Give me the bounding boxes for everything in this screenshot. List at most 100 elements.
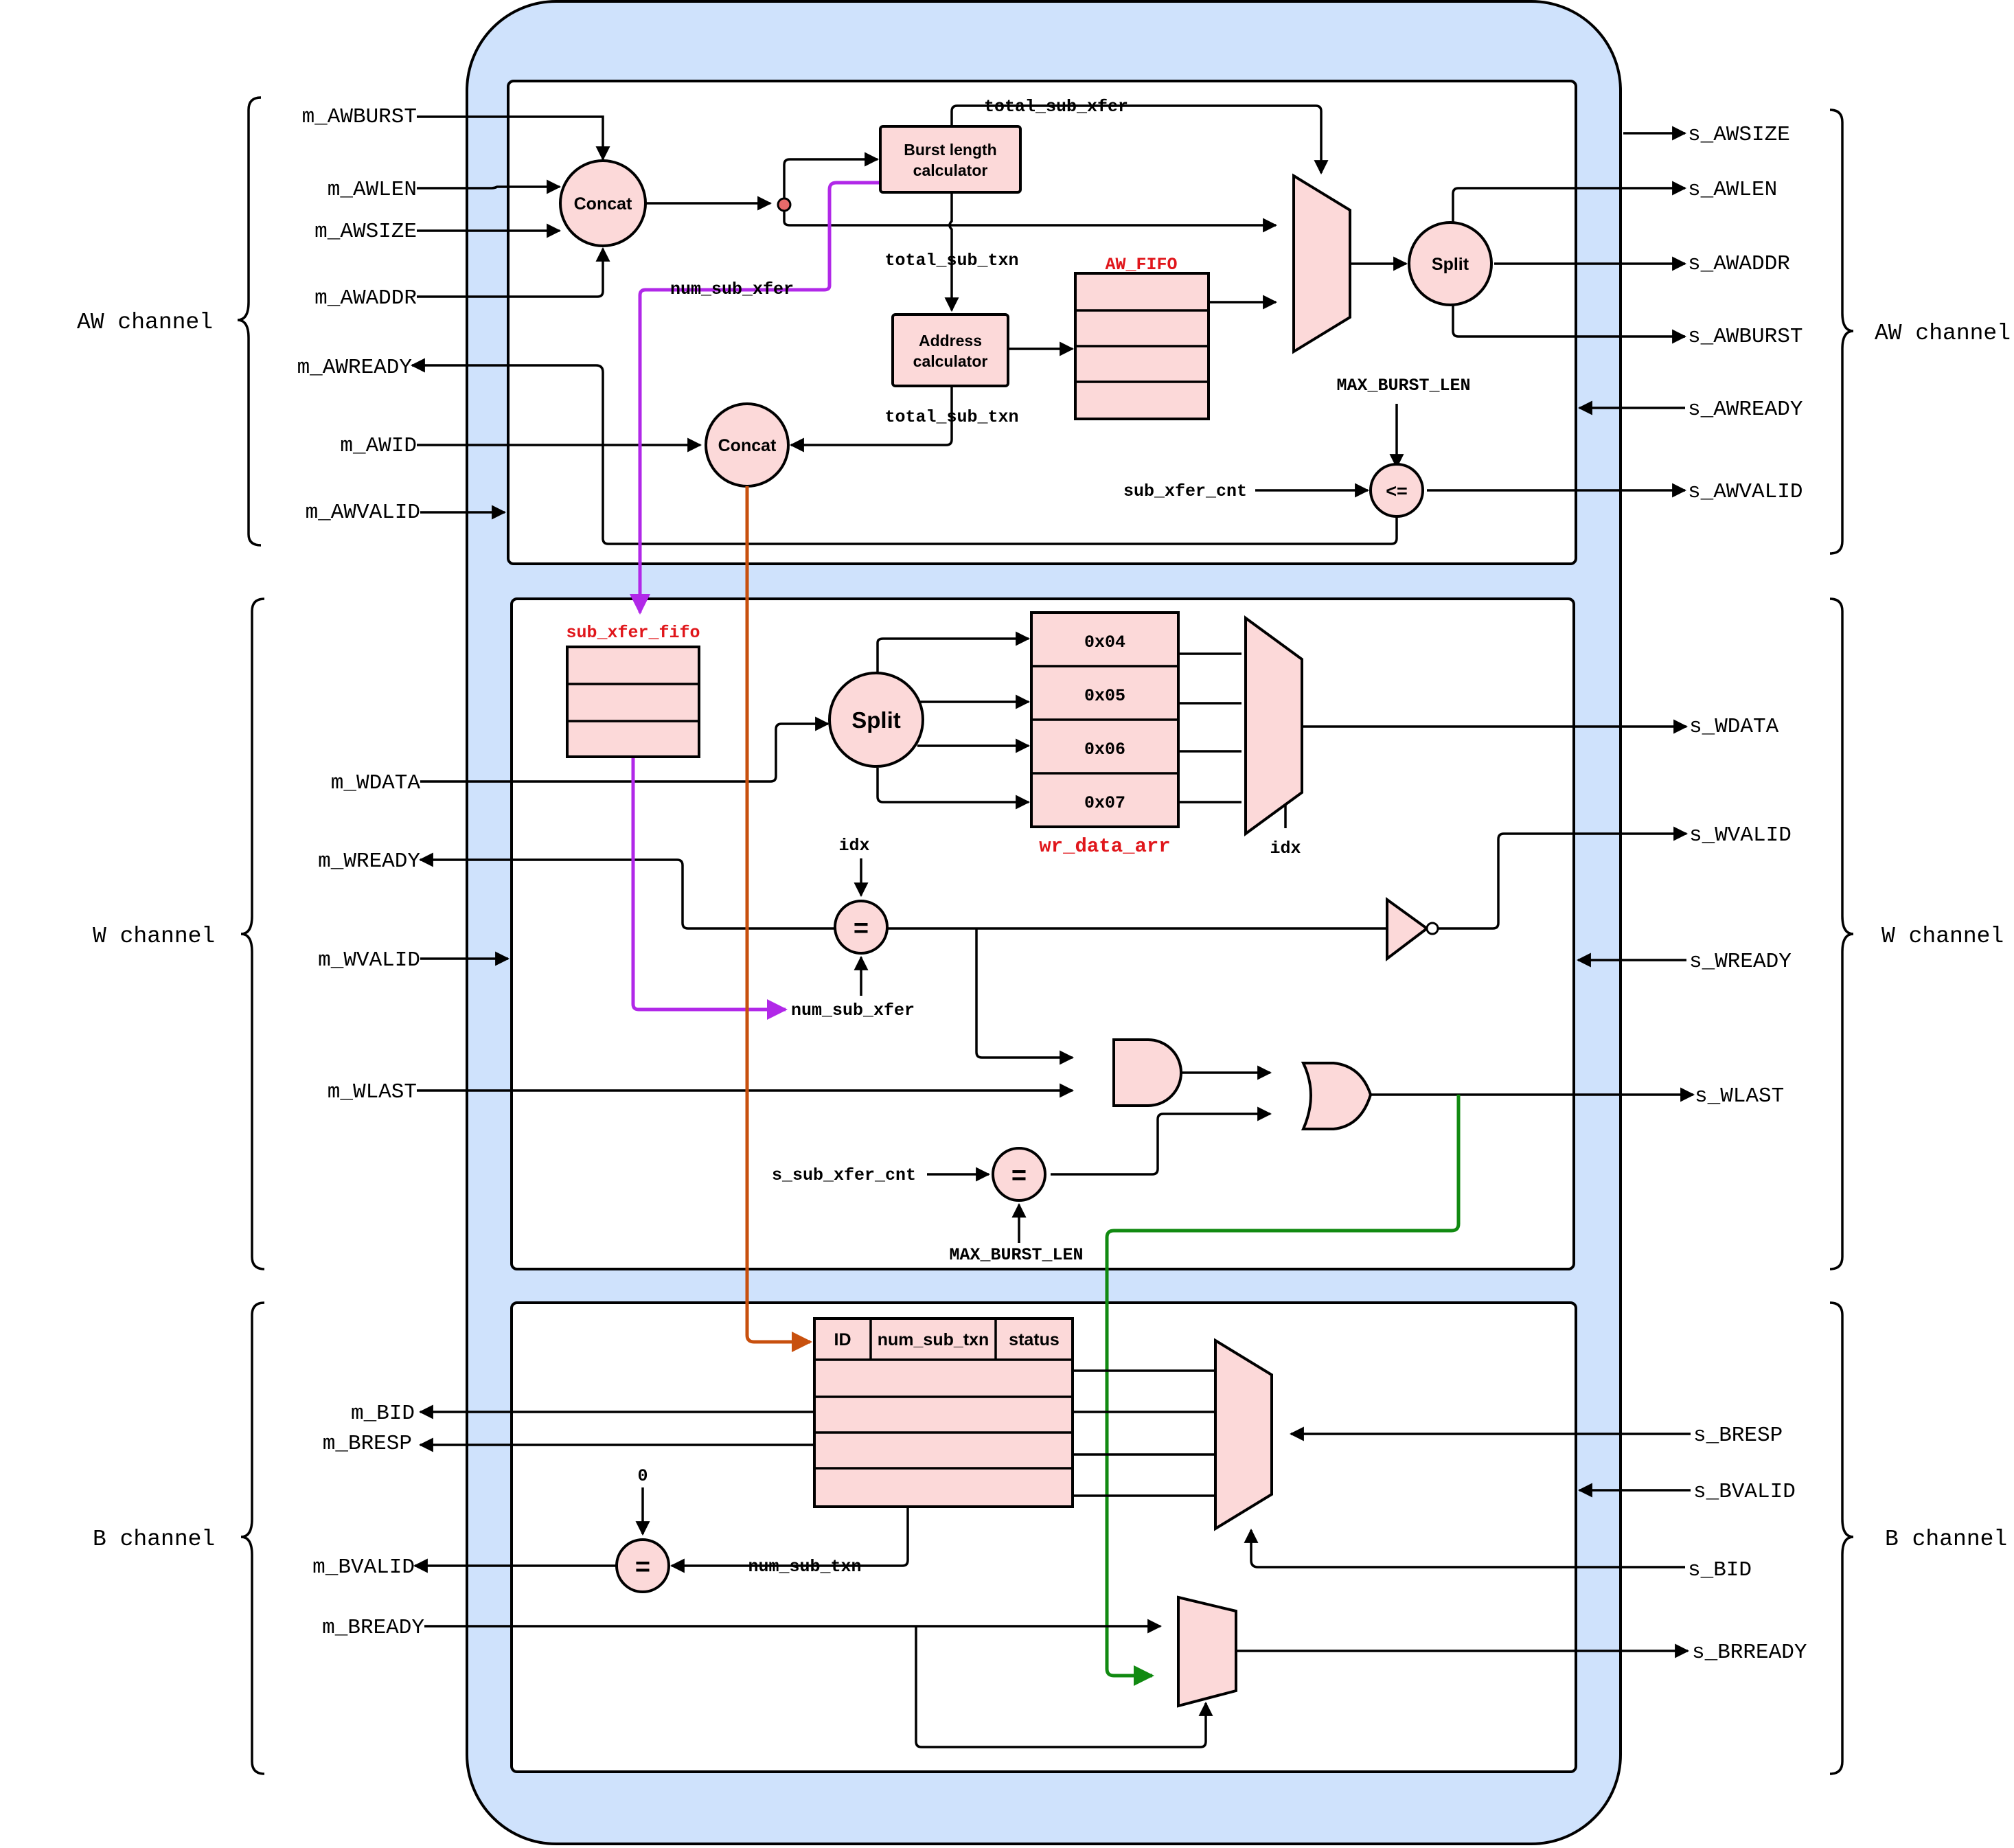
right-b-channel-label: B channel bbox=[1885, 1527, 2007, 1552]
s-sub-xfer-cnt-label: s_sub_xfer_cnt bbox=[772, 1165, 916, 1185]
left-w-channel-label: W channel bbox=[93, 924, 215, 949]
s-awlen-label: s_AWLEN bbox=[1688, 178, 1777, 202]
eq-w-op: = bbox=[854, 914, 869, 943]
wire-bready-loop bbox=[915, 1626, 1213, 1748]
wire-not-to-wvalid bbox=[1437, 826, 1689, 930]
s-bid-label: s_BID bbox=[1688, 1558, 1752, 1582]
wire-awburst bbox=[417, 115, 610, 161]
wr-data-0x07: 0x07 bbox=[1084, 793, 1125, 813]
eq-comparator-w bbox=[834, 900, 889, 955]
split-node-w bbox=[828, 672, 924, 768]
split-aw-label: Split bbox=[1432, 255, 1469, 274]
num-sub-txn-label: num_sub_txn bbox=[748, 1557, 861, 1577]
wire-split-awburst bbox=[1452, 305, 1687, 344]
idx-mux-label: idx bbox=[1270, 839, 1301, 858]
brace-left-b bbox=[240, 1301, 265, 1775]
wire-awready-loop bbox=[595, 364, 1398, 545]
wire-num-sub-xfer-purple bbox=[630, 181, 882, 615]
wire-num-sub-txn bbox=[670, 1507, 909, 1573]
addr-calc-line1: Address bbox=[919, 332, 982, 350]
address-calculator bbox=[891, 313, 1009, 387]
right-braces bbox=[1829, 109, 1854, 1775]
right-w-channel-label: W channel bbox=[1881, 924, 2004, 949]
s-bvalid-label: s_BVALID bbox=[1693, 1480, 1796, 1504]
wr-data-0x05: 0x05 bbox=[1084, 686, 1125, 706]
m-wvalid-label: m_WVALID bbox=[318, 948, 420, 972]
split-w-label: Split bbox=[851, 707, 901, 733]
b-mux bbox=[1214, 1338, 1273, 1531]
eq-comparator-b bbox=[615, 1538, 670, 1593]
m-awaddr-label: m_AWADDR bbox=[314, 286, 417, 310]
aw-fifo-label: AW_FIFO bbox=[1105, 255, 1177, 275]
m-wlast-label: m_WLAST bbox=[328, 1080, 417, 1104]
total-sub-txn-label-a: total_sub_txn bbox=[884, 251, 1018, 271]
sub-xfer-cnt-label: sub_xfer_cnt bbox=[1123, 481, 1247, 501]
not-gate bbox=[1386, 897, 1439, 962]
w-mux bbox=[1244, 615, 1303, 836]
brace-right-aw bbox=[1829, 109, 1854, 555]
max-burst-len-label-aw: MAX_BURST_LEN bbox=[1336, 376, 1470, 396]
m-awsize-label: m_AWSIZE bbox=[314, 220, 417, 244]
s-awaddr-label: s_AWADDR bbox=[1688, 252, 1790, 276]
s-wdata-label: s_WDATA bbox=[1689, 715, 1779, 739]
brace-left-w bbox=[240, 597, 265, 1270]
s-awburst-label: s_AWBURST bbox=[1688, 325, 1803, 349]
right-aw-channel-label: AW channel bbox=[1875, 321, 2011, 346]
le-op-label: <= bbox=[1386, 481, 1408, 501]
sub-xfer-fifo-label: sub_xfer_fifo bbox=[566, 623, 700, 643]
m-bresp-label: m_BRESP bbox=[323, 1432, 412, 1456]
wire-split-0x04 bbox=[876, 631, 1031, 680]
s-wvalid-label: s_WVALID bbox=[1689, 823, 1792, 847]
wr-data-arr bbox=[1030, 611, 1180, 828]
s-wlast-label: s_WLAST bbox=[1695, 1084, 1784, 1108]
and-gate bbox=[1112, 1038, 1182, 1107]
m-awvalid-label: m_AWVALID bbox=[306, 501, 420, 525]
wire-split-awlen bbox=[1452, 181, 1687, 227]
wire-id-orange bbox=[745, 486, 812, 1352]
s-awsize-label: s_AWSIZE bbox=[1688, 123, 1790, 147]
addr-calc-line2: calculator bbox=[913, 352, 988, 370]
table-header-status: status bbox=[1009, 1330, 1060, 1349]
total-sub-txn-label-b: total_sub_txn bbox=[884, 407, 1018, 427]
wire-wready-out bbox=[418, 852, 839, 930]
max-burst-len-label-w: MAX_BURST_LEN bbox=[949, 1245, 1083, 1265]
s-wready-label: s_WREADY bbox=[1689, 950, 1792, 974]
wire-eq2-to-or bbox=[1051, 1106, 1272, 1176]
m-wready-label: m_WREADY bbox=[318, 849, 420, 874]
b-block-frame bbox=[510, 1301, 1577, 1773]
wire-to-mux bbox=[783, 205, 1278, 233]
concat-top-label: Concat bbox=[574, 194, 632, 214]
wr-data-arr-label: wr_data_arr bbox=[1039, 835, 1170, 858]
total-sub-xfer-label: total_sub_xfer bbox=[984, 97, 1128, 117]
wire-awaddr bbox=[417, 247, 610, 298]
zero-label: 0 bbox=[637, 1466, 648, 1486]
aw-fifo bbox=[1074, 272, 1210, 420]
sub-xfer-fifo bbox=[566, 646, 700, 758]
idx-eq-label: idx bbox=[838, 836, 869, 856]
brace-right-b bbox=[1829, 1301, 1854, 1775]
b-mux-small bbox=[1177, 1595, 1237, 1708]
eq-comparator-w2 bbox=[992, 1147, 1046, 1202]
w-wires bbox=[417, 631, 1695, 1243]
aw-wires bbox=[410, 104, 1687, 545]
s-awvalid-label: s_AWVALID bbox=[1688, 480, 1803, 504]
table-header-id: ID bbox=[834, 1330, 851, 1349]
junction-dot bbox=[777, 197, 792, 212]
burst-calc-line1: Burst length bbox=[904, 141, 996, 159]
burst-calc-line2: calculator bbox=[913, 161, 988, 179]
m-bvalid-label: m_BVALID bbox=[312, 1555, 415, 1579]
wire-burst-down bbox=[944, 192, 959, 312]
left-b-channel-label: B channel bbox=[93, 1527, 215, 1552]
wire-to-burstcalc bbox=[783, 152, 880, 205]
brace-left-aw bbox=[237, 96, 262, 547]
m-awid-label: m_AWID bbox=[340, 434, 417, 458]
concat-bottom-label: Concat bbox=[718, 436, 777, 455]
wire-burst-to-concat2 bbox=[789, 386, 953, 453]
wire-num-sub-xfer-w-purple bbox=[631, 758, 788, 1020]
s-bresp-label: s_BRESP bbox=[1693, 1424, 1783, 1448]
le-comparator bbox=[1369, 463, 1424, 518]
b-table bbox=[813, 1317, 1074, 1508]
wire-wlast-green bbox=[1105, 1095, 1461, 1686]
num-sub-xfer-label-aw: num_sub_xfer bbox=[670, 280, 794, 299]
wr-data-0x04: 0x04 bbox=[1084, 632, 1125, 652]
